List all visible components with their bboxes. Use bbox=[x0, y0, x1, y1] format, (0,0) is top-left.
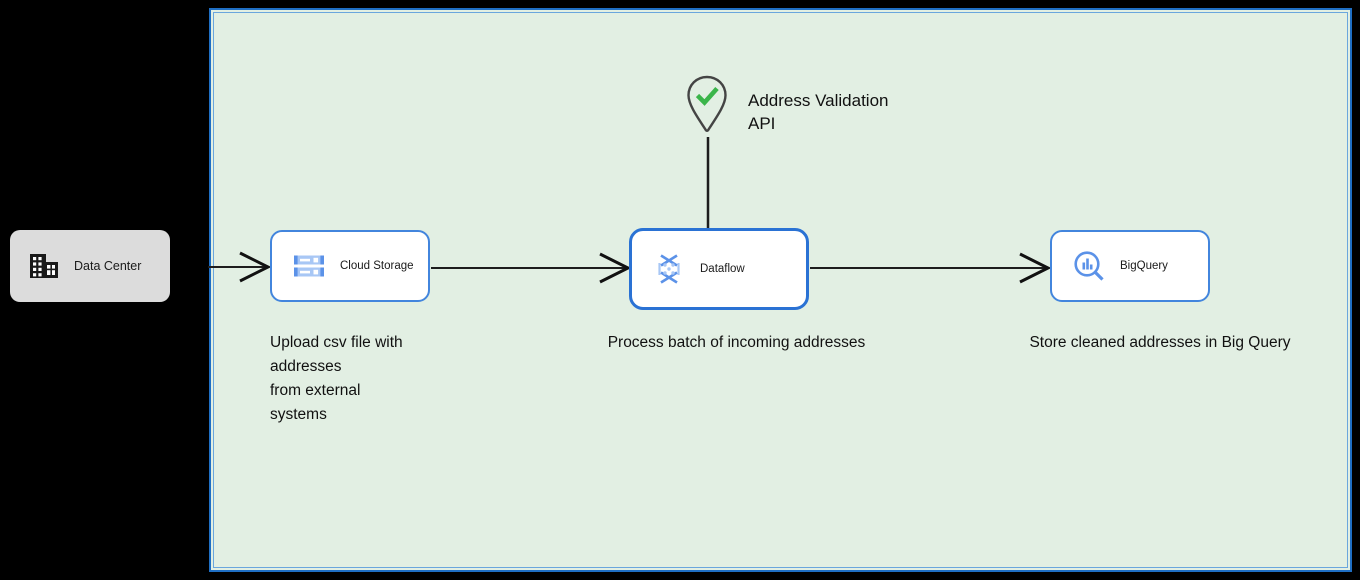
data-center-label: Data Center bbox=[74, 258, 142, 273]
node-cloud-storage[interactable]: Cloud Storage bbox=[270, 230, 430, 302]
node-dataflow[interactable]: Dataflow bbox=[629, 228, 809, 310]
node-bigquery[interactable]: BigQuery bbox=[1050, 230, 1210, 302]
caption-bigquery: Store cleaned addresses in Big Query bbox=[1029, 334, 1291, 351]
caption-cloud-storage: Upload csv file with addresses from exte… bbox=[270, 334, 403, 423]
data-center-icon bbox=[28, 250, 60, 282]
caption-dataflow: Process batch of incoming addresses bbox=[607, 334, 866, 351]
node-cloud-storage-label: Cloud Storage bbox=[340, 260, 414, 272]
dataflow-icon bbox=[652, 252, 686, 286]
data-center-node[interactable]: Data Center bbox=[10, 230, 170, 302]
address-validation-api-label: Address Validation API bbox=[748, 91, 889, 133]
bigquery-icon bbox=[1072, 249, 1106, 283]
cloud-storage-icon bbox=[292, 249, 326, 283]
address-validation-api-node[interactable] bbox=[683, 74, 731, 134]
map-pin-check-icon bbox=[683, 74, 731, 134]
node-dataflow-label: Dataflow bbox=[700, 263, 745, 275]
node-bigquery-label: BigQuery bbox=[1120, 260, 1168, 272]
